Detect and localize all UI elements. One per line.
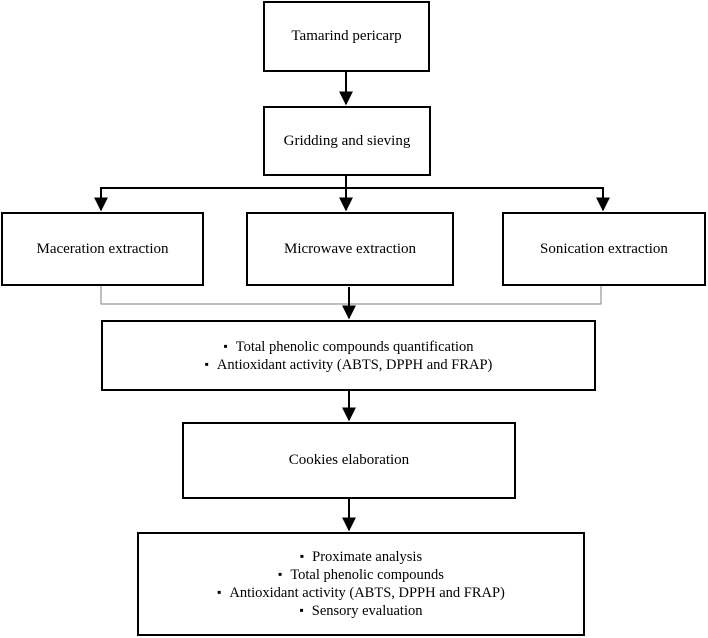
quantification-item: Antioxidant activity (ABTS, DPPH and FRA… xyxy=(205,356,493,374)
node-quantification: Total phenolic compounds quantification … xyxy=(101,320,596,391)
node-gridding-sieving-label: Gridding and sieving xyxy=(283,132,411,149)
quantification-item: Total phenolic compounds quantification xyxy=(205,338,493,356)
evaluation-list: Proximate analysis Total phenolic compou… xyxy=(217,548,505,620)
evaluation-item: Total phenolic compounds xyxy=(217,566,505,584)
evaluation-item: Antioxidant activity (ABTS, DPPH and FRA… xyxy=(217,584,505,602)
quantification-list: Total phenolic compounds quantification … xyxy=(205,338,493,374)
node-sonication-extraction: Sonication extraction xyxy=(502,212,706,286)
node-maceration-extraction-label: Maceration extraction xyxy=(36,240,169,257)
node-evaluation: Proximate analysis Total phenolic compou… xyxy=(137,532,585,636)
node-microwave-extraction-label: Microwave extraction xyxy=(283,240,417,257)
node-sonication-extraction-label: Sonication extraction xyxy=(540,240,668,257)
node-cookies-elaboration-label: Cookies elaboration xyxy=(288,452,410,468)
node-gridding-sieving: Gridding and sieving xyxy=(263,106,431,176)
node-microwave-extraction: Microwave extraction xyxy=(246,212,454,286)
evaluation-item: Proximate analysis xyxy=(217,548,505,566)
connector-merge xyxy=(100,286,602,305)
node-cookies-elaboration: Cookies elaboration xyxy=(182,422,516,499)
node-maceration-extraction: Maceration extraction xyxy=(1,212,204,286)
node-tamarind-pericarp: Tamarind pericarp xyxy=(263,1,430,72)
evaluation-item: Sensory evaluation xyxy=(217,602,505,620)
node-tamarind-pericarp-label: Tamarind pericarp xyxy=(291,28,402,44)
